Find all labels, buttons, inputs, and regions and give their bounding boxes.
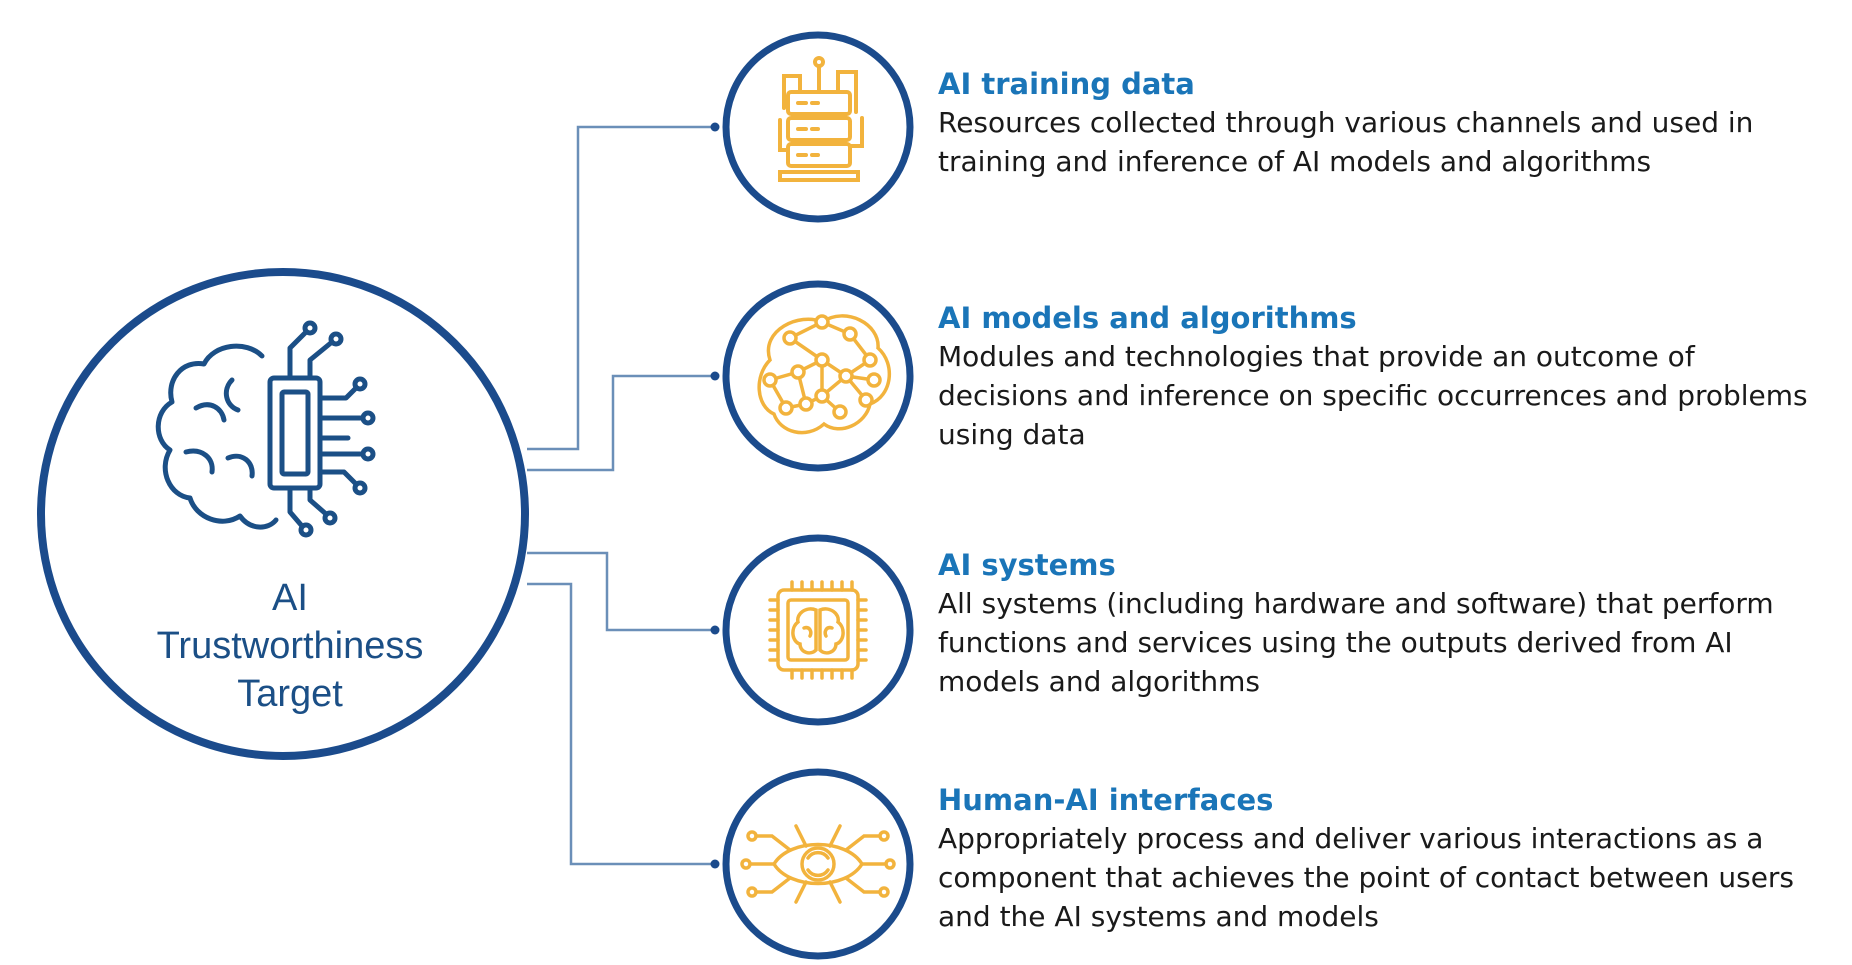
circuit-eye-icon xyxy=(740,824,896,904)
item-description-line: Appropriately process and deliver variou… xyxy=(938,822,1764,855)
center-label: AI Trustworthiness Target xyxy=(60,574,520,718)
connector-dot xyxy=(710,371,720,381)
brain-chip-icon xyxy=(768,580,868,680)
item-title: AI systems xyxy=(938,548,1116,582)
connector-dot xyxy=(710,625,720,635)
item-description-line: and the AI systems and models xyxy=(938,900,1379,933)
connector-dot xyxy=(710,859,720,869)
item-description-line: functions and services using the outputs… xyxy=(938,626,1733,659)
neural-network-brain-icon xyxy=(757,314,892,435)
item-ring-interfaces xyxy=(722,768,914,960)
connector-dots xyxy=(710,122,720,869)
center-label-line: Trustworthiness xyxy=(156,625,424,667)
center-label-line: Target xyxy=(237,673,343,715)
item-ring-models xyxy=(722,280,914,472)
item-title: Human-AI interfaces xyxy=(938,783,1274,817)
item-description-line: models and algorithms xyxy=(938,665,1260,698)
item-models-algorithms: AI models and algorithms Modules and tec… xyxy=(938,299,1838,454)
connector-dot xyxy=(710,122,720,132)
item-description: Resources collected through various chan… xyxy=(938,103,1838,181)
connector-training-data xyxy=(527,125,715,451)
server-database-icon xyxy=(778,56,864,182)
item-title: AI models and algorithms xyxy=(938,301,1357,335)
item-description-line: decisions and inference on specific occu… xyxy=(938,379,1808,412)
connector-models xyxy=(527,374,715,472)
brain-circuit-icon xyxy=(155,320,376,538)
item-description-line: using data xyxy=(938,418,1086,451)
item-description-line: Resources collected through various chan… xyxy=(938,106,1754,139)
item-description-line: Modules and technologies that provide an… xyxy=(938,340,1695,373)
connector-interfaces xyxy=(527,582,715,866)
item-training-data: AI training data Resources collected thr… xyxy=(938,65,1838,181)
center-ring xyxy=(37,268,529,760)
item-ai-systems: AI systems All systems (including hardwa… xyxy=(938,546,1838,701)
item-human-ai-interfaces: Human-AI interfaces Appropriately proces… xyxy=(938,781,1838,936)
item-description: All systems (including hardware and soft… xyxy=(938,584,1838,701)
connectors xyxy=(527,125,715,866)
item-description: Modules and technologies that provide an… xyxy=(938,337,1838,454)
item-description-line: All systems (including hardware and soft… xyxy=(938,587,1774,620)
connector-systems xyxy=(527,551,715,632)
center-label-line: AI xyxy=(272,577,308,619)
item-description: Appropriately process and deliver variou… xyxy=(938,819,1838,936)
item-ring-systems xyxy=(722,534,914,726)
item-description-line: component that achieves the point of con… xyxy=(938,861,1795,894)
item-title: AI training data xyxy=(938,67,1195,101)
item-description-line: training and inference of AI models and … xyxy=(938,145,1652,178)
